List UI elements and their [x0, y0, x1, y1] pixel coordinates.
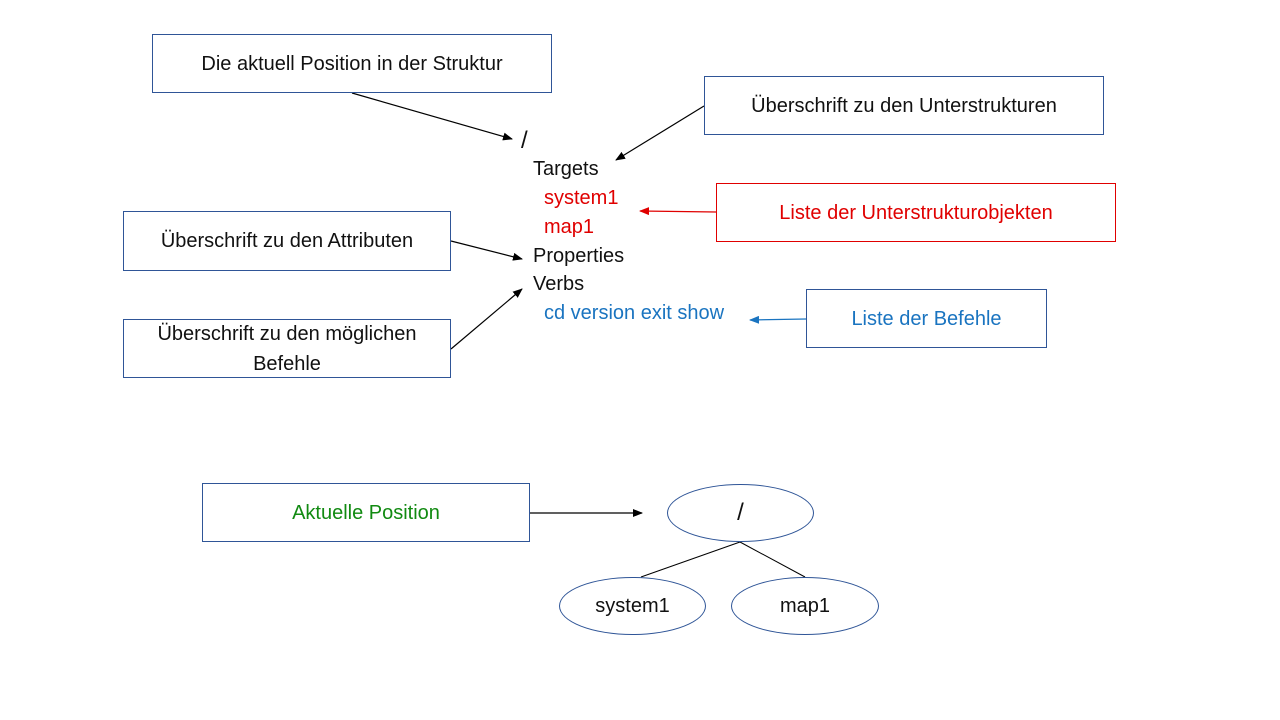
- tree-verbs-list: cd version exit show: [544, 302, 725, 324]
- callout-substructure-objects-text: Liste der Unterstrukturobjekten: [779, 201, 1053, 224]
- tree-target-item: system1: [544, 187, 619, 209]
- callout-verbs-heading: Überschrift zu den möglichen Befehle: [123, 319, 451, 378]
- callout-commands-list-text: Liste der Befehle: [851, 307, 1002, 330]
- callout-current-position-text: Aktuelle Position: [292, 501, 440, 524]
- tree-verbs-label: Verbs: [533, 273, 585, 295]
- callout-position-text: Die aktuell Position in der Struktur: [201, 52, 503, 75]
- arrow-substructure-objects: [639, 207, 717, 216]
- callout-attributes-heading: Überschrift zu den Attributen: [123, 211, 451, 271]
- callout-verbs-heading-text: Überschrift zu den möglichen Befehle: [157, 322, 417, 375]
- diagram-child-label: map1: [779, 594, 831, 617]
- tree-edge-map1: [739, 541, 806, 578]
- tree-targets-label: Targets: [533, 158, 599, 180]
- tree-root: /: [521, 127, 528, 154]
- callout-position: Die aktuell Position in der Struktur: [152, 34, 552, 93]
- arrow-verbs-heading: [450, 288, 523, 350]
- tree-edge-system1: [640, 541, 741, 578]
- tree-properties-label: Properties: [533, 245, 625, 267]
- callout-commands-list: Liste der Befehle: [806, 289, 1047, 348]
- callout-current-position: Aktuelle Position: [202, 483, 530, 542]
- diagram-child-node: map1: [731, 577, 879, 635]
- tree-target-item: map1: [544, 216, 595, 238]
- arrow-commands-list: [749, 315, 807, 324]
- callout-substructure-objects: Liste der Unterstrukturobjekten: [716, 183, 1116, 242]
- diagram-root-node: /: [667, 484, 814, 542]
- diagram-root-label: /: [737, 499, 744, 526]
- arrow-position: [351, 92, 513, 141]
- diagram-child-label: system1: [595, 594, 670, 617]
- callout-substructure-heading-text: Überschrift zu den Unterstrukturen: [751, 94, 1057, 117]
- arrow-substructure-heading: [615, 105, 705, 161]
- callout-substructure-heading: Überschrift zu den Unterstrukturen: [704, 76, 1104, 135]
- diagram-child-node: system1: [559, 577, 706, 635]
- arrow-attributes-heading: [450, 240, 523, 261]
- callout-attributes-heading-text: Überschrift zu den Attributen: [160, 230, 414, 252]
